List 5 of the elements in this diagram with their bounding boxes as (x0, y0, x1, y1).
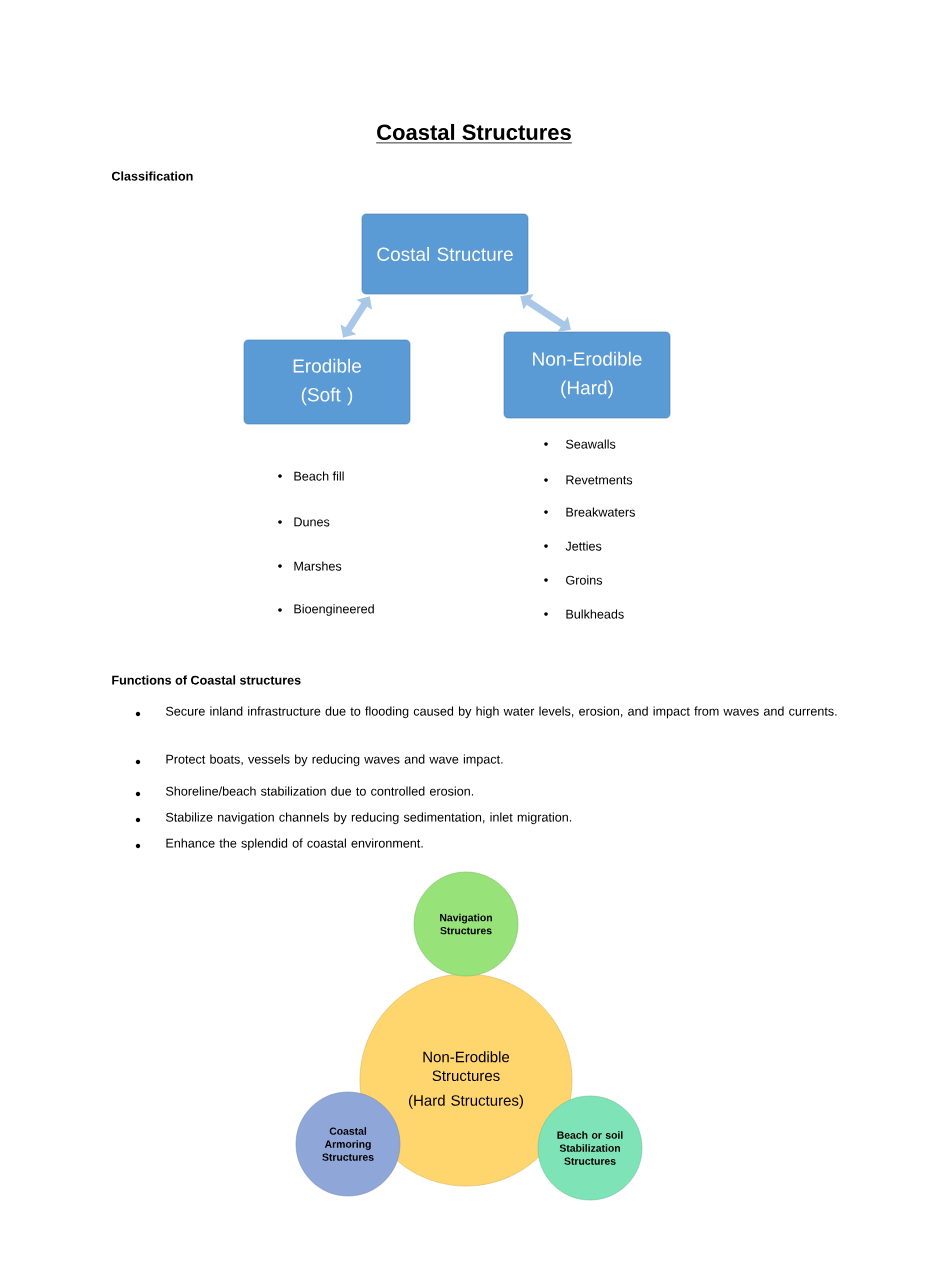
process-box: Erodible (Soft ) (243, 339, 411, 425)
title: Coastal Structures (375, 123, 573, 144)
process-box: Non-Erodible (Hard) (503, 331, 671, 419)
process-box: Costal Structure (361, 213, 529, 295)
double-arrow (520, 294, 571, 332)
